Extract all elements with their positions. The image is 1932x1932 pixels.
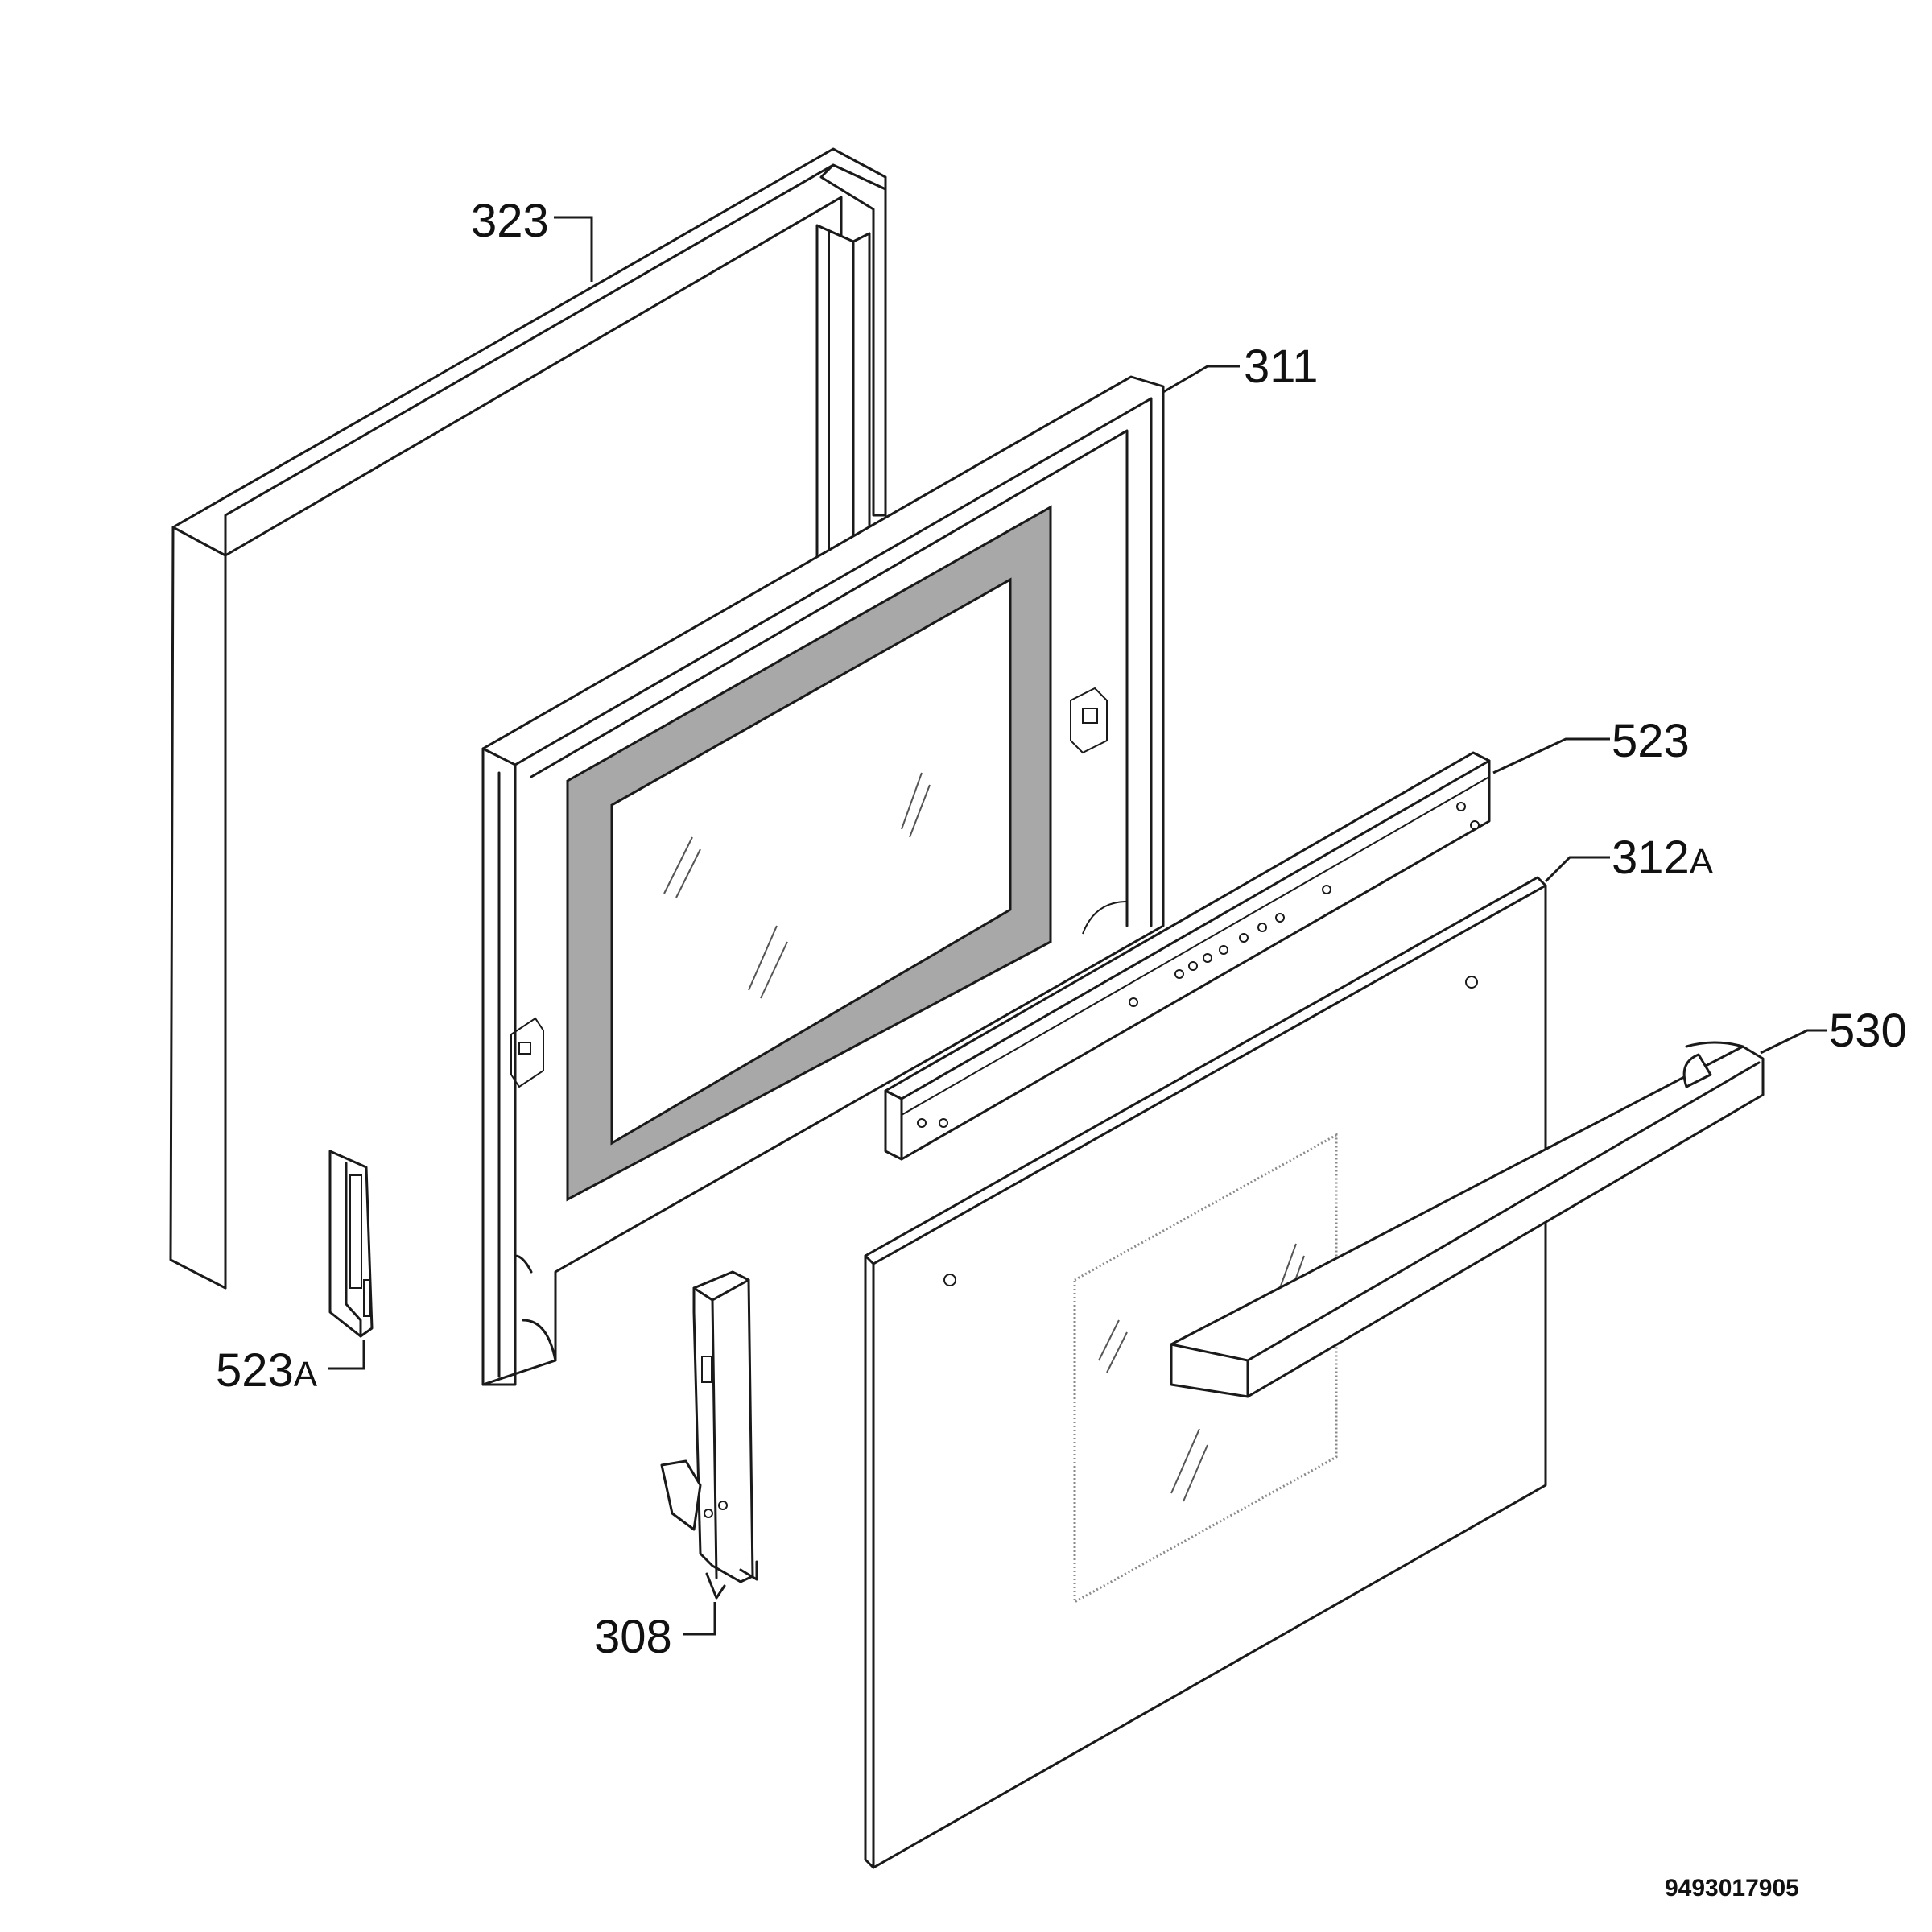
label-523: 523 (1612, 715, 1690, 767)
label-312a: 312A (1612, 832, 1714, 884)
leader-523a (328, 1340, 365, 1370)
leader-312a (1544, 856, 1610, 883)
part-311-inner-door (481, 375, 1165, 1386)
label-523a-number: 523 (216, 1344, 294, 1397)
label-312a-number: 312 (1612, 832, 1690, 884)
leader-530 (1760, 1029, 1827, 1055)
part-530-handle (1170, 1041, 1765, 1398)
label-530: 530 (1829, 1005, 1907, 1057)
leader-308 (683, 1602, 716, 1636)
label-523a-suffix: A (294, 1355, 318, 1394)
document-number: 9493017905 (1665, 1875, 1799, 1901)
leader-323 (554, 216, 593, 282)
callout-labels: 323 311 523 312A 530 523A 308 (216, 195, 1907, 1663)
label-523a: 523A (216, 1344, 318, 1397)
part-308-hinge (660, 1270, 758, 1600)
leader-523 (1492, 737, 1610, 774)
leader-lines (328, 216, 1827, 1636)
label-323: 323 (471, 195, 549, 247)
label-312a-suffix: A (1690, 842, 1714, 881)
part-523-trim-rail (884, 751, 1491, 1161)
leader-311 (1162, 365, 1240, 394)
label-311: 311 (1244, 341, 1318, 393)
part-523a-latch-bracket (328, 1150, 374, 1338)
label-308: 308 (594, 1611, 672, 1663)
